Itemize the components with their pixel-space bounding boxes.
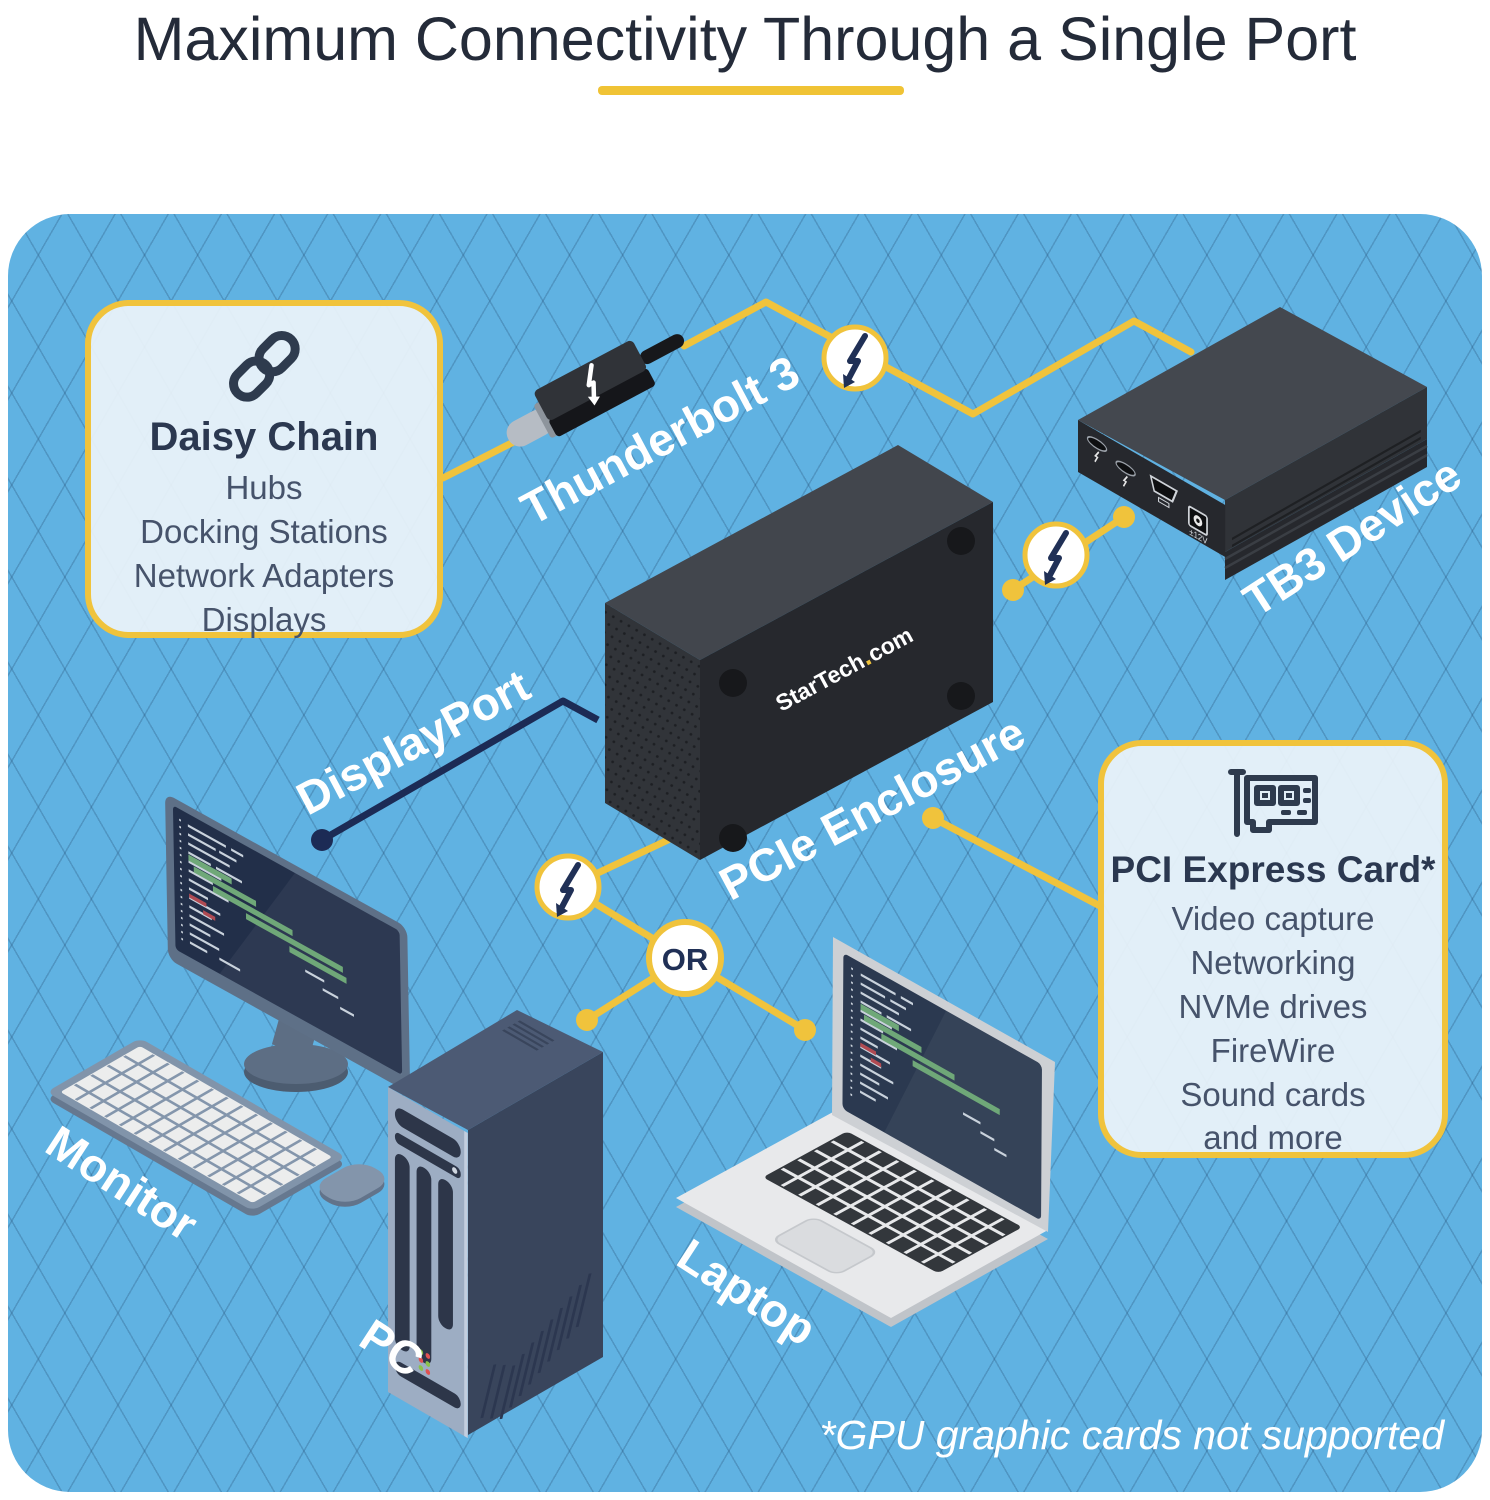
pci-express-callout: PCI Express Card* Video capture Networki… [1098,740,1448,1158]
enclosure-screws [719,527,975,852]
list-item: Networking [1190,943,1356,981]
list-item: NVMe drives [1178,987,1368,1025]
list-item: Displays [201,600,327,638]
chain-link-icon [91,326,437,411]
pci-card-icon [1104,766,1442,845]
list-item: FireWire [1210,1031,1336,1069]
monitor [165,796,411,1092]
list-item: Hubs [225,469,303,506]
pc-front-panel [388,1087,468,1438]
laptop [676,937,1055,1327]
list-item: Network Adapters [133,556,395,594]
page-title: Maximum Connectivity Through a Single Po… [133,5,1357,73]
pc-tower [388,1010,603,1438]
list-item: Docking Stations [140,512,388,550]
connection-dots [576,506,1135,1041]
list-item: Video capture [1171,900,1375,937]
pcie-enclosure: StarTech.com [605,445,993,860]
thunderbolt-badge [821,324,889,392]
tb3-device: ±12V [1078,307,1428,580]
title-underline [598,86,904,95]
thunderbolt-icon [586,363,600,406]
list-item: and more [1203,1119,1343,1157]
thunderbolt-cable-icon [506,334,685,447]
thunderbolt-badge [1022,521,1090,589]
pci-express-list: Video capture Networking NVMe drives Fir… [1104,897,1442,1160]
displayport-line [311,697,600,851]
laptop-screen [842,954,1042,1221]
or-badge: OR [646,919,724,997]
or-label: OR [662,942,709,977]
daisy-chain-list: Hubs Docking Stations Network Adapters D… [91,466,437,642]
daisy-chain-callout: Daisy Chain Hubs Docking Stations Networ… [85,300,443,638]
thunderbolt-badge [534,853,602,921]
list-item: Sound cards [1180,1075,1366,1113]
daisy-chain-title: Daisy Chain [149,415,379,459]
tb3-device-ports: ±12V [1078,420,1226,557]
monitor-screen [165,796,411,1090]
gpu-footnote: *GPU graphic cards not supported [819,1412,1444,1458]
keyboard [50,1040,343,1216]
laptop-keyboard [765,1132,1020,1274]
pci-express-title: PCI Express Card* [1110,849,1436,890]
mouse [319,1164,385,1207]
